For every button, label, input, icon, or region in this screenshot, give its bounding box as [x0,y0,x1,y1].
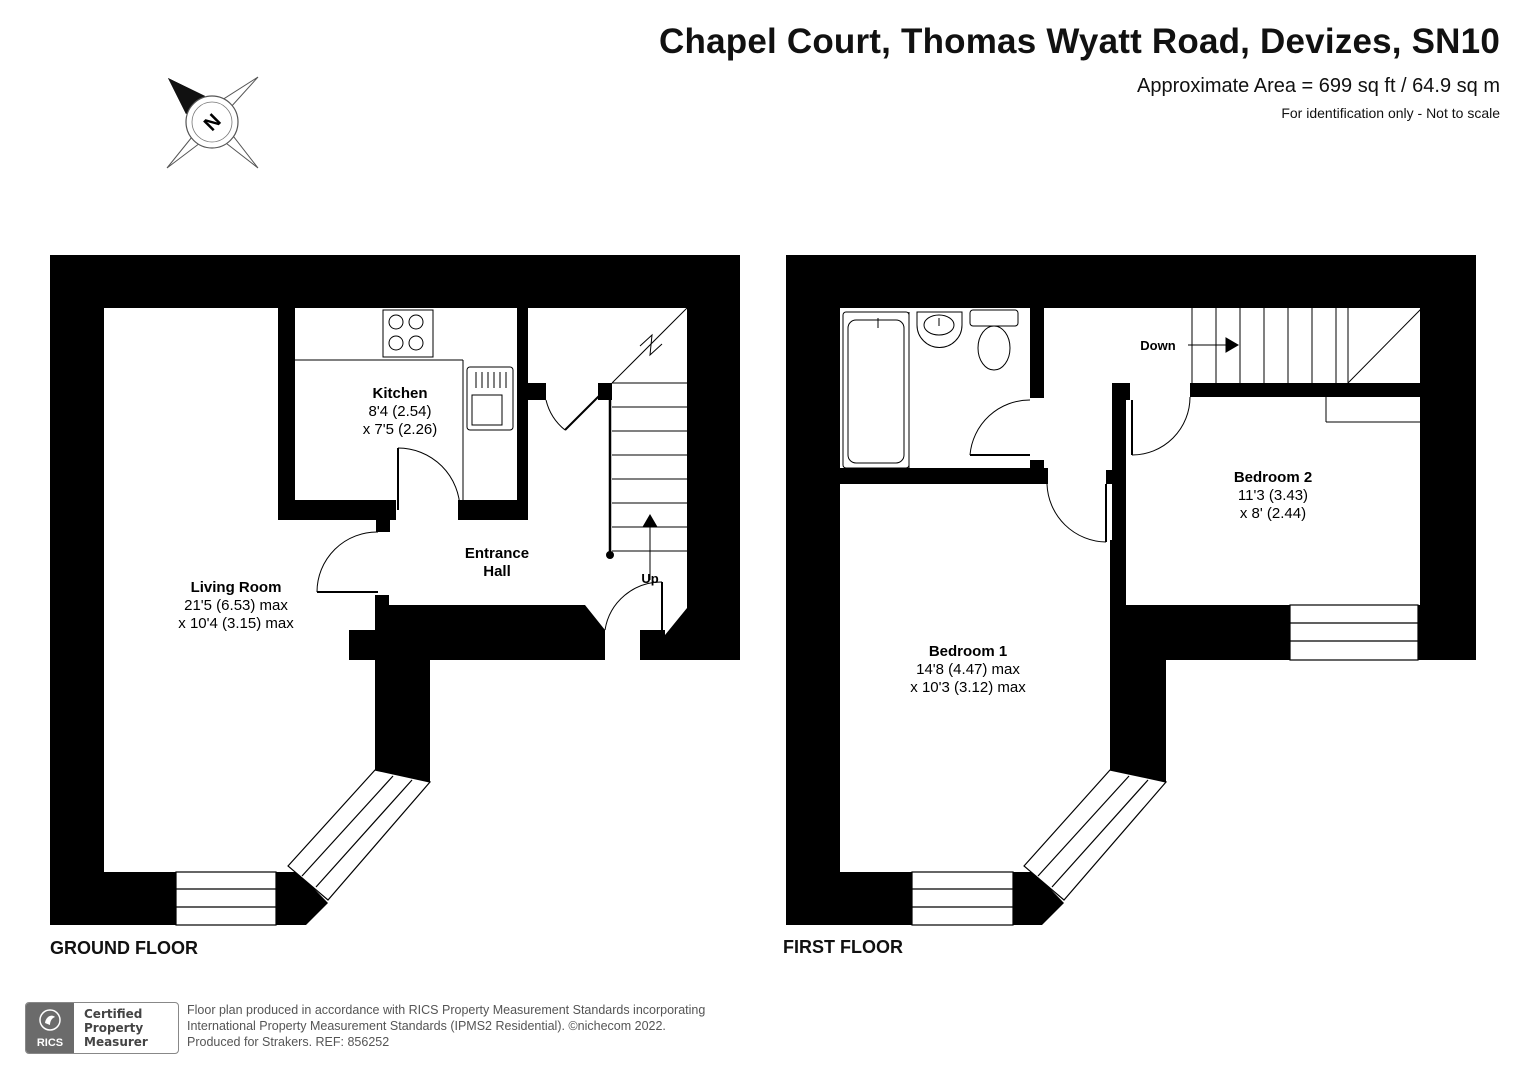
footnote-line-2: International Property Measurement Stand… [187,1019,666,1033]
header: Chapel Court, Thomas Wyatt Road, Devizes… [659,22,1500,122]
footer: RICS Certified Property Measurer Floor p… [25,1000,785,1060]
rics-logo: RICS [26,1003,74,1053]
bedroom-2-name: Bedroom 2 [1234,469,1312,486]
footnote: Floor plan produced in accordance with R… [187,1002,705,1050]
badge-line-1: Certified [84,1007,143,1021]
approximate-area: Approximate Area = 699 sq ft / 64.9 sq m [1137,75,1500,97]
certified-measurer-text: Certified Property Measurer [84,1007,148,1049]
entrance-hall-name-1: Entrance [465,545,529,562]
footnote-line-3: Produced for Strakers. REF: 856252 [187,1035,390,1049]
property-title: Chapel Court, Thomas Wyatt Road, Devizes… [659,22,1500,61]
ground-stairs [606,307,688,580]
bedroom-1-dim-1: 14'8 (4.47) max [916,661,1020,678]
living-room-dim-2: x 10'4 (3.15) max [178,615,294,632]
badge-line-3: Measurer [84,1035,148,1049]
footnote-line-1: Floor plan produced in accordance with R… [187,1003,706,1017]
bedroom-1-dim-2: x 10'3 (3.12) max [910,679,1026,696]
kitchen-name: Kitchen [372,385,427,402]
stairs-up-label: Up [641,571,658,586]
rics-emblem-icon [39,1009,61,1031]
first-stairs [1188,307,1423,423]
first-floor-label: FIRST FLOOR [783,937,903,957]
stairs-down-label: Down [1140,338,1175,353]
bedroom-2-dim-1: 11'3 (3.43) [1238,487,1308,504]
ground-floor-label: GROUND FLOOR [50,938,198,958]
living-room-name: Living Room [191,579,282,596]
ground-floor-plan: Living Room 21'5 (6.53) max x 10'4 (3.15… [50,255,740,926]
rics-logo-text: RICS [36,1037,64,1049]
first-floor-plan: Down Bedroom 1 14'8 (4.47) max x 10'3 (3… [786,255,1476,926]
rics-certified-badge: RICS Certified Property Measurer [25,1002,179,1054]
bedroom-1-name: Bedroom 1 [929,643,1007,660]
compass-icon: N [166,76,259,169]
kitchen-dim-2: x 7'5 (2.26) [363,421,438,438]
entrance-hall-name-2: Hall [483,563,511,580]
bedroom-2-dim-2: x 8' (2.44) [1240,505,1306,522]
disclaimer-note: For identification only - Not to scale [1281,105,1500,121]
kitchen-dim-1: 8'4 (2.54) [369,403,432,420]
living-room-dim-1: 21'5 (6.53) max [184,597,288,614]
badge-line-2: Property [84,1021,144,1035]
